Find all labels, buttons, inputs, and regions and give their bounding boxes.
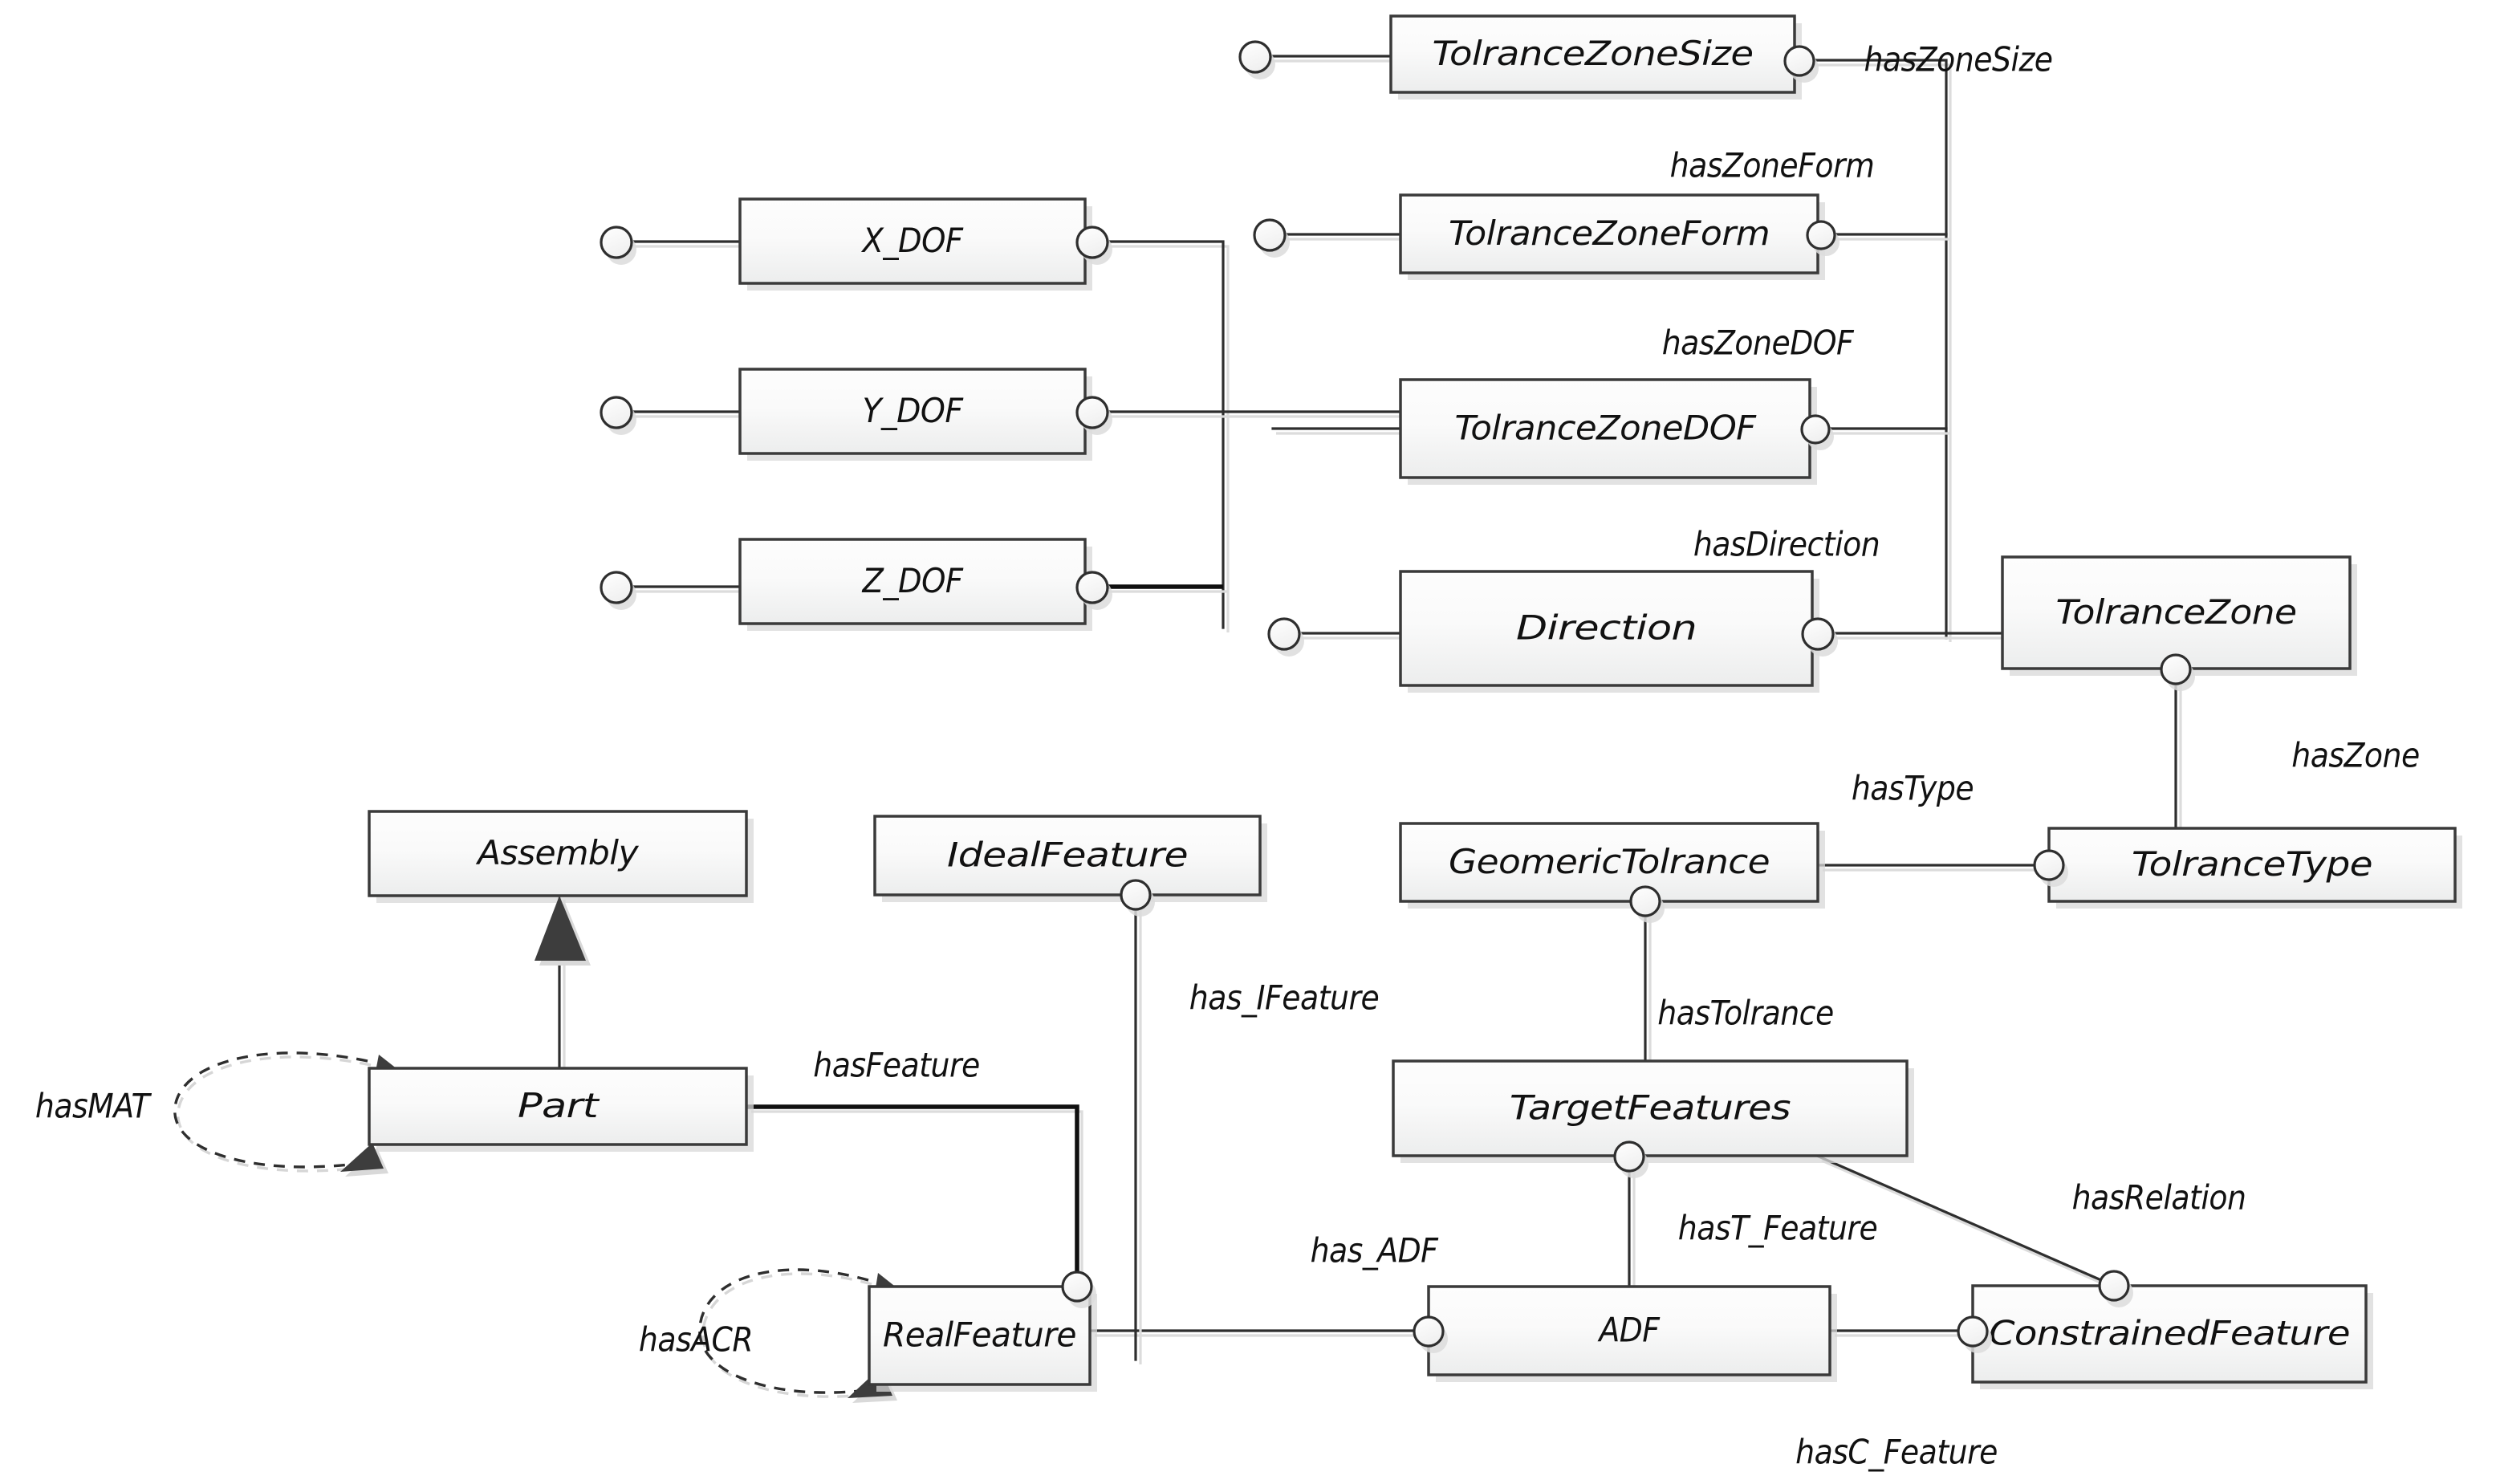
port-circle[interactable] xyxy=(1075,396,1112,435)
class-box-targetFeatures[interactable]: TargetFeatures xyxy=(1392,1059,1914,1163)
class-box-label: TolranceZoneDOF xyxy=(1455,409,1758,448)
class-box-label: TolranceZone xyxy=(2056,592,2297,632)
port-circle[interactable] xyxy=(1061,1271,1096,1308)
class-box-zdof[interactable]: Z_DOF xyxy=(738,538,1092,631)
class-box-assembly[interactable]: Assembly xyxy=(368,810,754,903)
edge-label-hasZoneForm: hasZoneForm xyxy=(1670,146,1875,185)
edge-label-hasFeature: hasFeature xyxy=(813,1046,979,1085)
class-box-tolranceZoneSize[interactable]: TolranceZoneSize xyxy=(1389,14,1802,100)
edge-label-has_IFeature: has_IFeature xyxy=(1189,978,1380,1018)
edge-label-hasACR: hasACR xyxy=(639,1320,753,1360)
class-box-label: GeomericTolrance xyxy=(1449,842,1770,881)
class-box-direction[interactable]: Direction xyxy=(1399,570,1819,693)
class-box-xdof[interactable]: X_DOF xyxy=(738,197,1092,291)
class-box-label: TolranceZoneForm xyxy=(1449,213,1770,253)
edge-label-hasDirection: hasDirection xyxy=(1693,525,1880,564)
port-circle[interactable] xyxy=(1783,45,1819,83)
port-circle[interactable] xyxy=(1629,885,1665,923)
class-box-label: Z_DOF xyxy=(861,561,964,600)
port-circle[interactable] xyxy=(1120,879,1155,917)
class-box-label: Direction xyxy=(1516,608,1697,648)
port-circle[interactable] xyxy=(600,571,636,610)
class-box-idealFeature[interactable]: IdealFeature xyxy=(873,815,1267,902)
port-circle[interactable] xyxy=(600,396,636,435)
edge-label-hasZoneSize: hasZoneSize xyxy=(1864,40,2052,79)
class-box-label: TolranceZoneSize xyxy=(1433,34,1754,73)
class-box-ydof[interactable]: Y_DOF xyxy=(738,368,1092,461)
class-box-adf[interactable]: ADF xyxy=(1427,1285,1837,1382)
class-box-label: Part xyxy=(518,1086,600,1125)
class-box-tolranceZoneForm[interactable]: TolranceZoneForm xyxy=(1399,193,1825,280)
edge-label-hasTolrance: hasTolrance xyxy=(1657,994,1833,1033)
port-circle[interactable] xyxy=(1957,1315,1992,1353)
class-box-constrainedFeature[interactable]: ConstrainedFeature xyxy=(1971,1284,2373,1389)
class-box-geomericTolrance[interactable]: GeomericTolrance xyxy=(1399,822,1825,909)
port-circle[interactable] xyxy=(1413,1315,1448,1353)
class-box-part[interactable]: Part xyxy=(368,1067,754,1152)
generalization-arrow-icon xyxy=(535,896,591,966)
class-box-label: Assembly xyxy=(476,833,640,872)
edge-label-hasC_Feature: hasC_Feature xyxy=(1795,1433,1998,1472)
port-circle[interactable] xyxy=(1801,617,1838,657)
port-circle[interactable] xyxy=(2033,849,2068,887)
edge-label-hasRelation: hasRelation xyxy=(2072,1178,2246,1218)
class-box-label: ConstrainedFeature xyxy=(1989,1314,2350,1353)
port-circle[interactable] xyxy=(1613,1140,1648,1178)
class-box-label: RealFeature xyxy=(883,1315,1076,1355)
port-circle[interactable] xyxy=(600,226,636,265)
class-box-label: IdealFeature xyxy=(947,836,1188,875)
port-circle[interactable] xyxy=(1806,220,1839,256)
edge-label-hasZone: hasZone xyxy=(2291,736,2420,775)
class-box-label: ADF xyxy=(1598,1311,1661,1350)
port-circle[interactable] xyxy=(1075,571,1112,610)
port-circle[interactable] xyxy=(1253,218,1290,258)
edge-label-layer: hasZoneSize hasZoneForm hasZoneDOF hasDirec… xyxy=(35,40,2420,1472)
port-circle[interactable] xyxy=(1238,40,1275,79)
port-circle[interactable] xyxy=(1075,226,1112,265)
edge-label-hasT_Feature: hasT_Feature xyxy=(1678,1209,1877,1248)
port-circle[interactable] xyxy=(2160,653,2195,691)
class-box-tolranceType[interactable]: TolranceType xyxy=(2047,827,2462,909)
edge-label-has_ADF: has_ADF xyxy=(1311,1231,1440,1271)
class-box-label: TargetFeatures xyxy=(1510,1088,1791,1128)
port-circle[interactable] xyxy=(2098,1270,2133,1307)
class-box-label: Y_DOF xyxy=(863,391,965,430)
edge-label-hasType: hasType xyxy=(1852,769,1974,808)
class-box-label: X_DOF xyxy=(860,221,964,260)
edge-label-hasZoneDOF: hasZoneDOF xyxy=(1662,323,1855,363)
class-box-tolranceZoneDOF[interactable]: TolranceZoneDOF xyxy=(1399,378,1817,485)
port-circle[interactable] xyxy=(1267,617,1304,657)
port-circle[interactable] xyxy=(1800,414,1834,450)
edge-label-hasMAT: hasMAT xyxy=(35,1087,152,1126)
port-layer xyxy=(600,40,2195,1353)
class-box-label: TolranceType xyxy=(2132,844,2372,884)
connector-layer xyxy=(558,55,2182,1364)
class-box-realFeature[interactable]: RealFeature xyxy=(868,1285,1097,1392)
